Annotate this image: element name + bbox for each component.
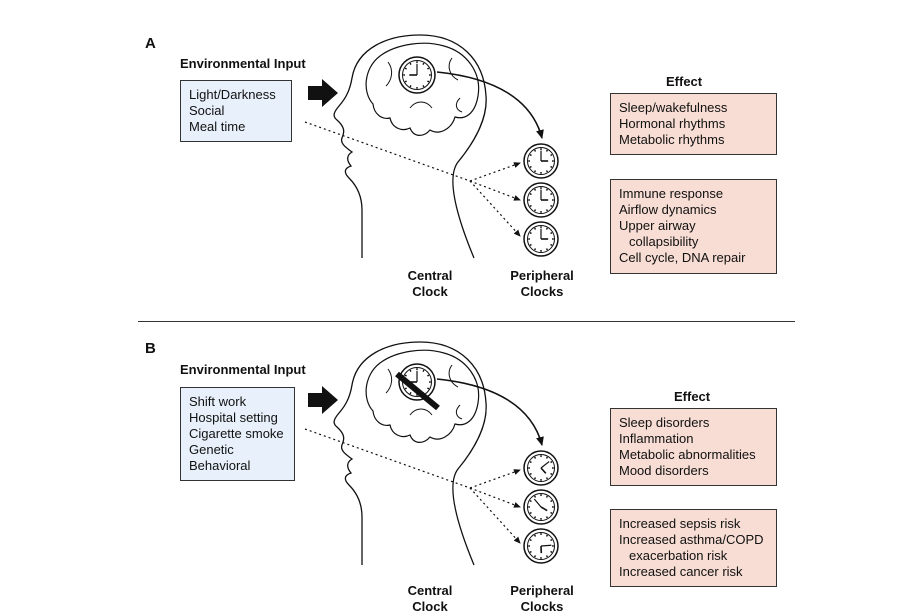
panel-b-central-effects-box: Sleep disorders Inflammation Metabolic a… — [610, 408, 777, 486]
input-item: Shift work — [189, 394, 247, 409]
brain-folds — [385, 364, 463, 420]
panel-b-peripheral-effects-box: Increased sepsis risk Increased asthma/C… — [610, 509, 777, 587]
input-item: Light/Darkness — [189, 87, 276, 102]
panel-b-input-box: Shift work Hospital setting Cigarette sm… — [180, 387, 295, 481]
central-to-peripheral-arrow — [436, 378, 544, 446]
peripheral-dotted-arrow — [469, 487, 521, 508]
peripheral-dotted-arrow — [469, 180, 521, 201]
input-item: Behavioral — [189, 458, 251, 473]
input-arrow — [308, 79, 338, 107]
central-clock-icon — [398, 56, 436, 94]
panel-a-letter: A — [145, 35, 156, 52]
panel-a-effect-title: Effect — [666, 74, 703, 89]
effect-item: Cell cycle, DNA repair — [619, 250, 746, 265]
panel-a-env-title: Environmental Input — [180, 56, 306, 71]
peripheral-dotted-arrow — [469, 487, 521, 544]
input-item: Hospital setting — [189, 410, 278, 425]
disruption-bar — [395, 371, 440, 411]
panel-a-drawing — [304, 34, 559, 259]
peripheral-clock-icon — [523, 450, 559, 486]
effect-item: Metabolic abnormalities — [619, 447, 756, 462]
effect-item: Increased asthma/COPD — [619, 532, 764, 547]
effect-item: Hormonal rhythms — [619, 116, 726, 131]
effect-item: Increased sepsis risk — [619, 516, 741, 531]
environmental-dotted-line — [304, 428, 471, 489]
peripheral-clock-icon — [523, 528, 559, 564]
panel-a-peripheral-clocks-label: Peripheral Clocks — [510, 268, 574, 299]
effect-item: Immune response — [619, 186, 724, 201]
panel-b-peripheral-clocks-label: Peripheral Clocks — [510, 583, 574, 614]
brain-outline — [365, 349, 480, 443]
head-outline — [333, 34, 487, 259]
effect-item: exacerbation risk — [629, 548, 728, 563]
panel-a-peripheral-effects-box: Immune response Airflow dynamics Upper a… — [610, 179, 777, 274]
panel-a-central-effects-box: Sleep/wakefulness Hormonal rhythms Metab… — [610, 93, 777, 155]
peripheral-clock-icon — [523, 489, 559, 525]
peripheral-dotted-arrow — [469, 162, 521, 182]
effect-item: collapsibility — [629, 234, 699, 249]
panel-b-letter: B — [145, 340, 156, 357]
input-item: Cigarette smoke — [189, 426, 284, 441]
effect-item: Mood disorders — [619, 463, 709, 478]
panel-a-input-box: Light/Darkness Social Meal time — [180, 80, 292, 142]
effect-item: Sleep/wakefulness — [619, 100, 728, 115]
brain-folds — [385, 57, 463, 113]
effect-item: Inflammation — [619, 431, 694, 446]
panel-b-central-clock-label: Central Clock — [407, 583, 453, 614]
panel-divider — [138, 321, 795, 322]
brain-outline — [365, 42, 480, 136]
head-outline — [333, 341, 487, 566]
peripheral-clock-icon — [523, 143, 559, 179]
input-item: Meal time — [189, 119, 246, 134]
panel-b-env-title: Environmental Input — [180, 362, 306, 377]
effect-item: Airflow dynamics — [619, 202, 717, 217]
input-arrow — [308, 386, 338, 414]
effect-item: Sleep disorders — [619, 415, 710, 430]
central-to-peripheral-arrow — [436, 71, 544, 139]
input-item: Genetic — [189, 442, 234, 457]
peripheral-dotted-arrow — [469, 180, 521, 237]
panel-a-central-clock-label: Central Clock — [407, 268, 453, 299]
input-item: Social — [189, 103, 225, 118]
peripheral-dotted-arrow — [469, 469, 521, 489]
effect-item: Increased cancer risk — [619, 564, 743, 579]
panel-b-drawing — [304, 341, 559, 566]
effect-item: Metabolic rhythms — [619, 132, 725, 147]
peripheral-clock-icon — [523, 182, 559, 218]
effect-item: Upper airway — [619, 218, 696, 233]
environmental-dotted-line — [304, 121, 471, 182]
peripheral-clock-icon — [523, 221, 559, 257]
panel-b-effect-title: Effect — [674, 389, 711, 404]
